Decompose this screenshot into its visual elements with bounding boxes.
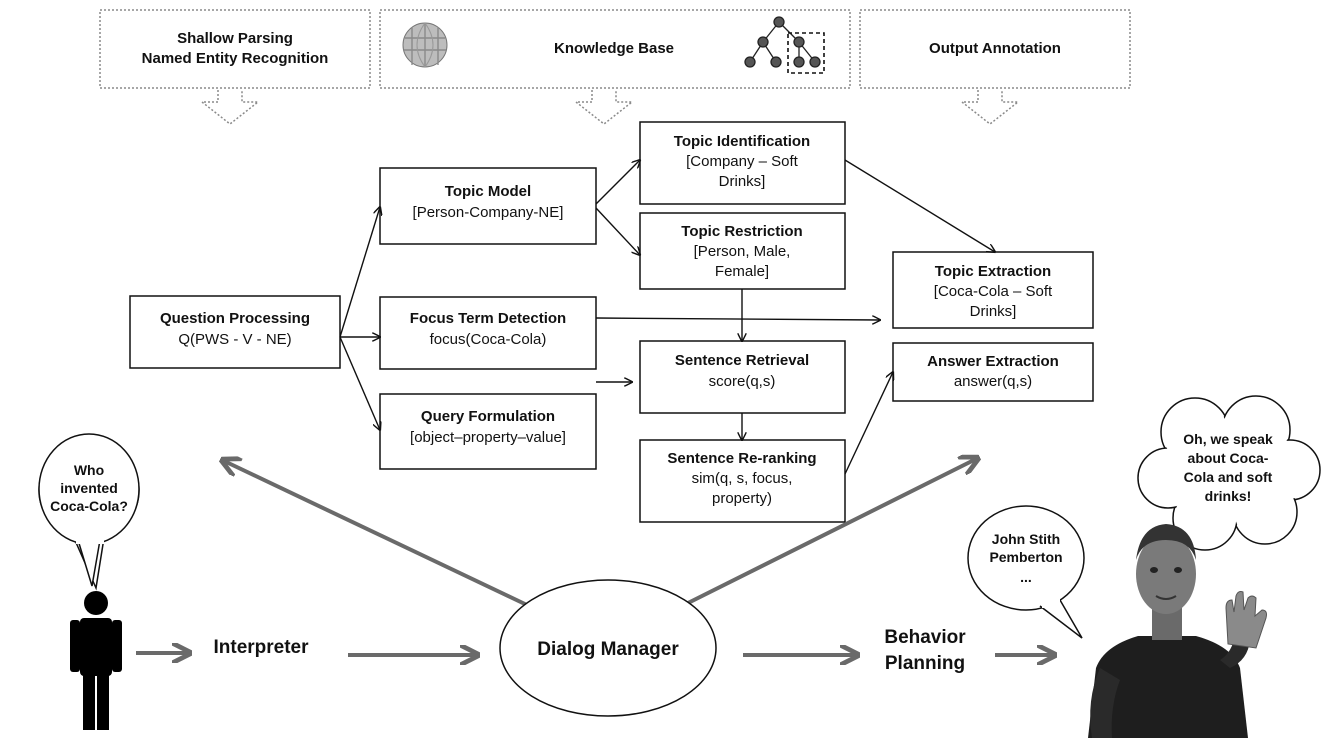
arrow-reranking-to-answer	[844, 372, 893, 475]
box-title: Topic Extraction	[935, 263, 1051, 280]
behavior-planning-label-2: Planning	[885, 653, 965, 674]
box-title: Sentence Retrieval	[675, 352, 809, 369]
box-question-processing: Question Processing Q(PWS - V - NE)	[129, 295, 341, 369]
bubble-line: Who	[74, 462, 104, 478]
box-line: Q(PWS - V - NE)	[178, 331, 291, 348]
arrow-identification-to-extraction	[844, 159, 995, 252]
box-line: [object–property–value]	[410, 429, 566, 446]
interpreter-label: Interpreter	[213, 637, 309, 658]
hollow-down-arrow-icon	[959, 90, 1021, 125]
arrow-dialog-to-output-stage	[683, 458, 978, 607]
box-line: [Person, Male,	[694, 243, 791, 260]
virtual-agent-avatar	[1088, 524, 1267, 738]
arrow-dialog-to-interpreter-stage	[222, 460, 528, 607]
behavior-planning-label-1: Behavior	[884, 627, 966, 648]
box-title: Question Processing	[160, 310, 310, 327]
top-bar-label-1: Shallow Parsing	[177, 30, 293, 47]
top-bar-output-annotation: Output Annotation	[859, 9, 1131, 125]
cloud-line: about Coca-	[1188, 450, 1269, 466]
box-topic-identification: Topic Identification [Company – Soft Dri…	[639, 121, 846, 205]
box-title: Focus Term Detection	[410, 310, 566, 327]
box-title: Topic Model	[445, 183, 531, 200]
arrow-topic-model-to-restriction	[595, 207, 640, 255]
cloud-line: drinks!	[1205, 488, 1252, 504]
box-line: property)	[712, 490, 772, 507]
box-line: [Person-Company-NE]	[413, 204, 564, 221]
box-line: Female]	[715, 263, 769, 280]
hollow-down-arrow-icon	[573, 90, 635, 125]
top-bar-shallow-parsing: Shallow Parsing Named Entity Recognition	[99, 9, 371, 125]
user-person-icon	[70, 591, 122, 730]
wikipedia-globe-icon	[402, 22, 448, 68]
box-line: [Coca-Cola – Soft	[934, 283, 1053, 300]
box-line: focus(Coca-Cola)	[430, 331, 547, 348]
box-sentence-retrieval: Sentence Retrieval score(q,s)	[639, 340, 846, 414]
box-sentence-reranking: Sentence Re-ranking sim(q, s, focus, pro…	[639, 439, 846, 523]
arrow-focus-to-topic-extraction	[595, 318, 880, 320]
box-title: Topic Identification	[674, 133, 810, 150]
knowledge-base-label: Knowledge Base	[554, 40, 674, 57]
arrow-qp-to-topic-model	[339, 207, 380, 338]
box-focus-term-detection: Focus Term Detection focus(Coca-Cola)	[379, 296, 597, 370]
bubble-line: ...	[1020, 569, 1032, 585]
box-topic-model: Topic Model [Person-Company-NE]	[379, 167, 597, 245]
box-title: Answer Extraction	[927, 353, 1059, 370]
tree-graph-icon	[744, 16, 825, 74]
box-answer-extraction: Answer Extraction answer(q,s)	[892, 342, 1094, 402]
bubble-line: Coca-Cola?	[50, 498, 128, 514]
bubble-line: invented	[60, 480, 118, 496]
arrow-qp-to-query	[339, 336, 380, 430]
box-line: score(q,s)	[709, 373, 776, 390]
dialog-manager-label: Dialog Manager	[537, 639, 679, 660]
box-line: [Company – Soft	[686, 153, 799, 170]
box-topic-restriction: Topic Restriction [Person, Male, Female]	[639, 212, 846, 290]
bubble-line: John Stith	[992, 531, 1060, 547]
box-line: Drinks]	[970, 303, 1017, 320]
box-line: sim(q, s, focus,	[692, 470, 793, 487]
flow-arrows	[136, 458, 1055, 655]
pipeline-connectors	[339, 159, 995, 475]
box-line: Drinks]	[719, 173, 766, 190]
top-bar-label-2: Named Entity Recognition	[142, 50, 329, 67]
dialog-manager-node: Dialog Manager	[499, 579, 717, 717]
cloud-line: Oh, we speak	[1183, 431, 1273, 447]
box-title: Query Formulation	[421, 408, 555, 425]
box-query-formulation: Query Formulation [object–property–value…	[379, 393, 597, 470]
bubble-line: Pemberton	[989, 549, 1062, 565]
arrow-topic-model-to-identification	[595, 160, 640, 205]
output-annotation-label: Output Annotation	[929, 40, 1061, 57]
box-topic-extraction: Topic Extraction [Coca-Cola – Soft Drink…	[892, 251, 1094, 329]
agent-speech-bubble: John Stith Pemberton ...	[967, 505, 1085, 639]
box-title: Sentence Re-ranking	[667, 450, 816, 467]
cloud-line: Cola and soft	[1184, 469, 1273, 485]
user-speech-bubble: Who invented Coca-Cola?	[38, 433, 140, 591]
hollow-down-arrow-icon	[199, 90, 261, 125]
top-bar-knowledge-base: Knowledge Base	[379, 9, 851, 125]
box-line: answer(q,s)	[954, 373, 1032, 390]
box-title: Topic Restriction	[681, 223, 802, 240]
